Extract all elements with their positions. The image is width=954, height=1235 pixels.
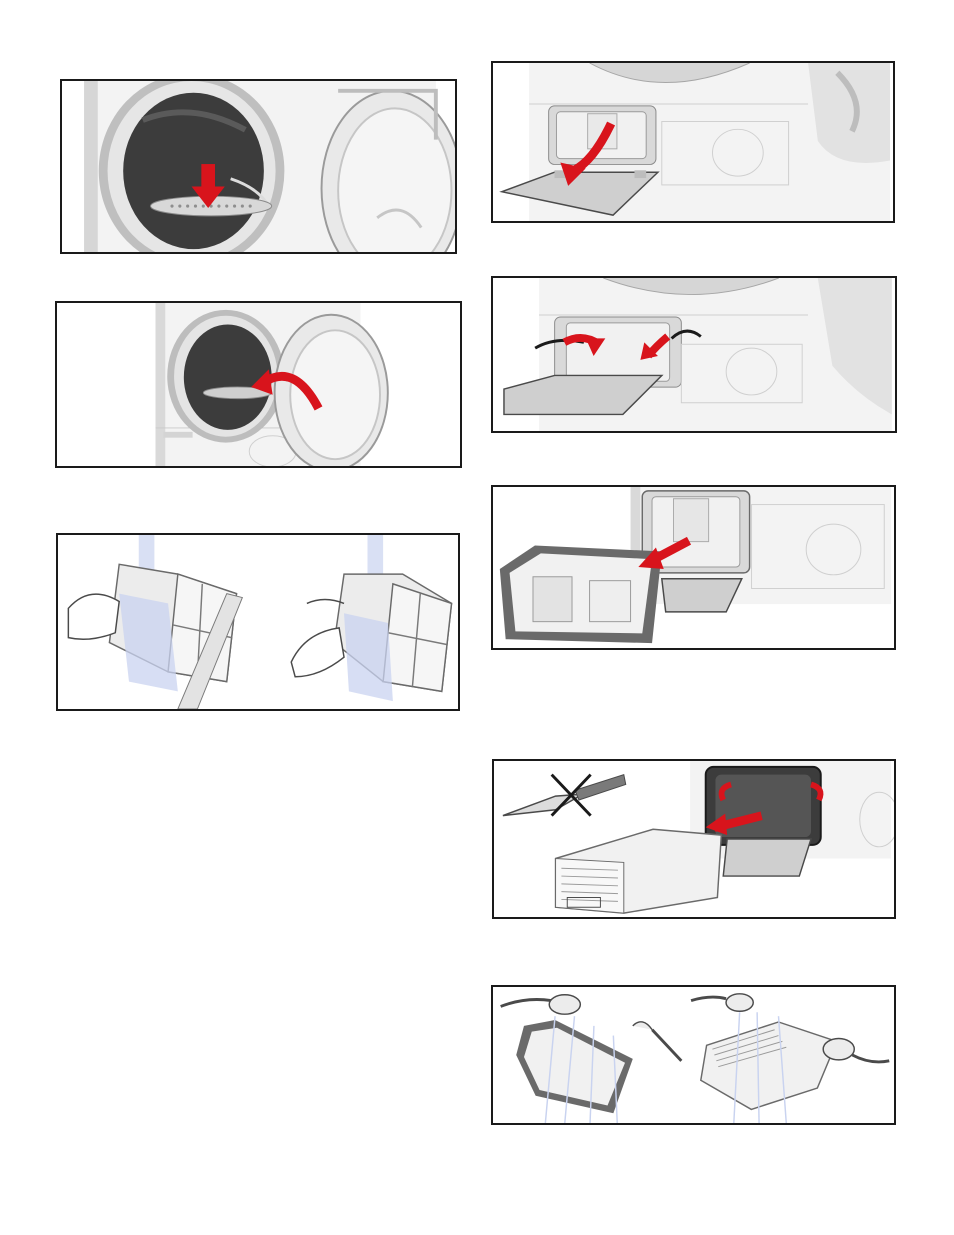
- figure-5: [491, 276, 897, 433]
- dryer-door-open-filter-arrow-down-icon: [62, 81, 455, 252]
- figure-8: [491, 985, 896, 1125]
- figure-7: [492, 759, 896, 919]
- figure-1: [60, 79, 457, 254]
- dryer-door-open-filter-insert-arrow-icon: [57, 303, 460, 466]
- maintenance-flap-open-arrow-icon: [493, 63, 893, 221]
- fluff-filter-open-hands-icon: [58, 535, 458, 709]
- pull-out-filter-housing-icon: [493, 487, 894, 648]
- figure-2: [55, 301, 462, 468]
- figure-4: [491, 61, 895, 223]
- figure-6: [491, 485, 896, 650]
- rinse-under-shower-icon: [493, 987, 894, 1123]
- no-knife-remove-condenser-icon: [494, 761, 894, 917]
- unlock-levers-arrows-icon: [493, 278, 895, 431]
- figure-3: [56, 533, 460, 711]
